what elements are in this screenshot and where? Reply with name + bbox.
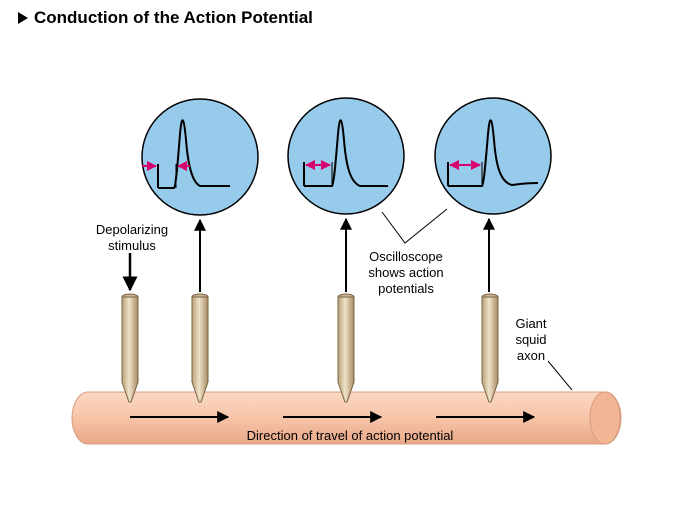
axon-callout-line (547, 360, 573, 391)
depolarizing-stimulus-label: Depolarizing stimulus (86, 222, 178, 254)
recording-arrows (194, 217, 495, 292)
page-title: Conduction of the Action Potential (18, 8, 313, 28)
stimulus-label-line-1: Depolarizing (95, 222, 169, 237)
giant-squid-axon-label: Giant squid axon (506, 316, 556, 364)
direction-label: Direction of travel of action potential (246, 428, 454, 443)
title-text: Conduction of the Action Potential (34, 8, 313, 27)
oscilloscope-screen-3 (434, 97, 552, 215)
recording-electrode-1 (191, 293, 209, 403)
right-triangle-icon (18, 12, 28, 24)
recording-electrode-2 (337, 293, 355, 403)
osc-label-line-1: Oscilloscope (369, 249, 443, 264)
stimulating-electrode (121, 293, 139, 403)
oscilloscope-callout-line (381, 208, 448, 244)
osc-label-line-3: potentials (378, 281, 434, 296)
recording-electrode-3 (481, 293, 499, 403)
axon-label-line-1: Giant (515, 316, 547, 331)
axon-label-line-3: axon (516, 348, 546, 363)
osc-label-line-2: shows action (368, 265, 444, 280)
stimulus-label-line-2: stimulus (108, 238, 156, 253)
oscilloscope-screen-2 (287, 97, 405, 215)
oscilloscope-screen-1 (141, 98, 259, 216)
axon-label-line-2: squid (515, 332, 547, 347)
oscilloscope-label: Oscilloscope shows action potentials (352, 249, 460, 297)
